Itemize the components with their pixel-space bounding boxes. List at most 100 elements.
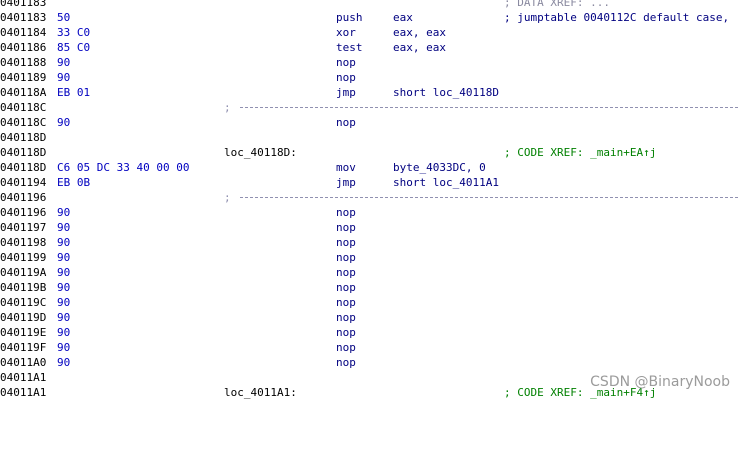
line-address: 040119B (0, 281, 47, 294)
listing-line[interactable]: 0401197 90 nop (0, 220, 738, 235)
line-address: 0401197 (0, 221, 47, 234)
line-address: 040118A (0, 86, 47, 99)
line-mnemonic[interactable]: nop (336, 236, 356, 249)
line-address: 0401186 (0, 41, 47, 54)
line-mnemonic[interactable]: nop (336, 326, 356, 339)
line-mnemonic[interactable]: nop (336, 266, 356, 279)
line-mnemonic[interactable]: test (336, 41, 363, 54)
line-mnemonic[interactable]: nop (336, 296, 356, 309)
listing-line[interactable]: 0401196 90 nop (0, 205, 738, 220)
line-address: 0401184 (0, 26, 47, 39)
line-opcode-bytes: 90 (57, 296, 71, 309)
line-opcode-bytes: 50 (57, 11, 71, 24)
line-mnemonic[interactable]: nop (336, 251, 356, 264)
line-address: 04011A1 (0, 371, 47, 384)
line-address: 040118D (0, 131, 47, 144)
listing-line[interactable]: 0401188 90 nop (0, 55, 738, 70)
listing-separator-line[interactable]: 040118C ; (0, 100, 738, 115)
line-opcode-bytes: 90 (57, 356, 71, 369)
listing-line[interactable]: 040119D 90 nop (0, 310, 738, 325)
line-address: 0401188 (0, 56, 47, 69)
line-address: 040118C (0, 101, 47, 114)
line-address: 040119E (0, 326, 47, 339)
listing-line[interactable]: 0401183 50 push eax ; jumptable 0040112C… (0, 10, 738, 25)
line-operands[interactable]: eax, eax (393, 41, 446, 54)
line-mnemonic[interactable]: nop (336, 71, 356, 84)
line-mnemonic[interactable]: nop (336, 206, 356, 219)
line-address: 040118C (0, 116, 47, 129)
line-address: 040119F (0, 341, 47, 354)
listing-line[interactable]: 0401198 90 nop (0, 235, 738, 250)
line-mnemonic[interactable]: nop (336, 116, 356, 129)
listing-line[interactable]: 040119A 90 nop (0, 265, 738, 280)
listing-line[interactable]: 040119E 90 nop (0, 325, 738, 340)
line-address: 0401194 (0, 176, 47, 189)
line-address: 0401183 (0, 0, 47, 9)
line-opcode-bytes: 90 (57, 266, 71, 279)
line-opcode-bytes: 90 (57, 206, 71, 219)
line-opcode-bytes: 33 C0 (57, 26, 91, 39)
listing-line[interactable]: 0401186 85 C0 test eax, eax (0, 40, 738, 55)
listing-line[interactable]: 040118A EB 01 jmp short loc_40118D (0, 85, 738, 100)
line-address: 040119C (0, 296, 47, 309)
line-address: 0401196 (0, 191, 47, 204)
line-address: 0401199 (0, 251, 47, 264)
listing-line[interactable]: 040118C 90 nop (0, 115, 738, 130)
listing-line[interactable]: 040119B 90 nop (0, 280, 738, 295)
line-mnemonic[interactable]: nop (336, 281, 356, 294)
line-opcode-bytes: 90 (57, 221, 71, 234)
line-address: 0401196 (0, 206, 47, 219)
listing-line[interactable]: 040118D C6 05 DC 33 40 00 00 mov byte_40… (0, 160, 738, 175)
line-opcode-bytes: EB 0B (57, 176, 91, 189)
line-address: 040119A (0, 266, 47, 279)
line-operands-jump-target[interactable]: short loc_40118D (393, 86, 499, 99)
code-label[interactable]: loc_40118D: (224, 146, 297, 159)
line-mnemonic[interactable]: mov (336, 161, 356, 174)
line-mnemonic[interactable]: nop (336, 221, 356, 234)
line-mnemonic[interactable]: nop (336, 56, 356, 69)
line-opcode-bytes: C6 05 DC 33 40 00 00 (57, 161, 190, 174)
line-opcode-bytes: 90 (57, 116, 71, 129)
listing-line[interactable]: 0401189 90 nop (0, 70, 738, 85)
line-address: 0401198 (0, 236, 47, 249)
listing-line[interactable]: 04011A0 90 nop (0, 355, 738, 370)
listing-label-line[interactable]: 04011A1 loc_4011A1: ; CODE XREF: _main+F… (0, 385, 738, 400)
code-xref-comment[interactable]: ; CODE XREF: _main+EA↑j (504, 146, 657, 159)
line-address: 04011A1 (0, 386, 47, 399)
line-opcode-bytes: 90 (57, 326, 71, 339)
listing-separator-line[interactable]: 0401196 ; (0, 190, 738, 205)
line-mnemonic[interactable]: nop (336, 341, 356, 354)
line-mnemonic[interactable]: push (336, 11, 363, 24)
line-opcode-bytes: 90 (57, 56, 71, 69)
code-label[interactable]: loc_4011A1: (224, 386, 297, 399)
line-mnemonic[interactable]: jmp (336, 86, 356, 99)
separator-dash (240, 107, 738, 108)
listing-line[interactable]: 040119F 90 nop (0, 340, 738, 355)
line-opcode-bytes: 85 C0 (57, 41, 91, 54)
line-mnemonic[interactable]: nop (336, 311, 356, 324)
line-operands[interactable]: byte_4033DC, 0 (393, 161, 486, 174)
listing-line[interactable]: 040119C 90 nop (0, 295, 738, 310)
line-opcode-bytes: EB 01 (57, 86, 91, 99)
listing-line[interactable]: 0401183 ; DATA XREF: ... (0, 0, 738, 10)
listing-label-line[interactable]: 040118D loc_40118D: ; CODE XREF: _main+E… (0, 145, 738, 160)
line-mnemonic[interactable]: nop (336, 356, 356, 369)
listing-line[interactable]: 040118D (0, 130, 738, 145)
line-address: 04011A0 (0, 356, 47, 369)
disassembly-listing[interactable]: 0401183 ; DATA XREF: ... 0401183 50 push… (0, 0, 738, 400)
line-operands-jump-target[interactable]: short loc_4011A1 (393, 176, 499, 189)
listing-line[interactable]: 0401199 90 nop (0, 250, 738, 265)
code-xref-comment[interactable]: ; CODE XREF: _main+F4↑j (504, 386, 657, 399)
line-mnemonic[interactable]: jmp (336, 176, 356, 189)
line-comment[interactable]: ; DATA XREF: ... (504, 0, 610, 9)
listing-line[interactable]: 04011A1 (0, 370, 738, 385)
line-operands[interactable]: eax (393, 11, 413, 24)
line-operands[interactable]: eax, eax (393, 26, 446, 39)
line-mnemonic[interactable]: xor (336, 26, 356, 39)
listing-line[interactable]: 0401184 33 C0 xor eax, eax (0, 25, 738, 40)
line-opcode-bytes: 90 (57, 341, 71, 354)
line-comment[interactable]: ; jumptable 0040112C default case, (504, 11, 730, 24)
watermark: CSDN @BinaryNoob (590, 374, 730, 390)
listing-line[interactable]: 0401194 EB 0B jmp short loc_4011A1 (0, 175, 738, 190)
line-opcode-bytes: 90 (57, 281, 71, 294)
